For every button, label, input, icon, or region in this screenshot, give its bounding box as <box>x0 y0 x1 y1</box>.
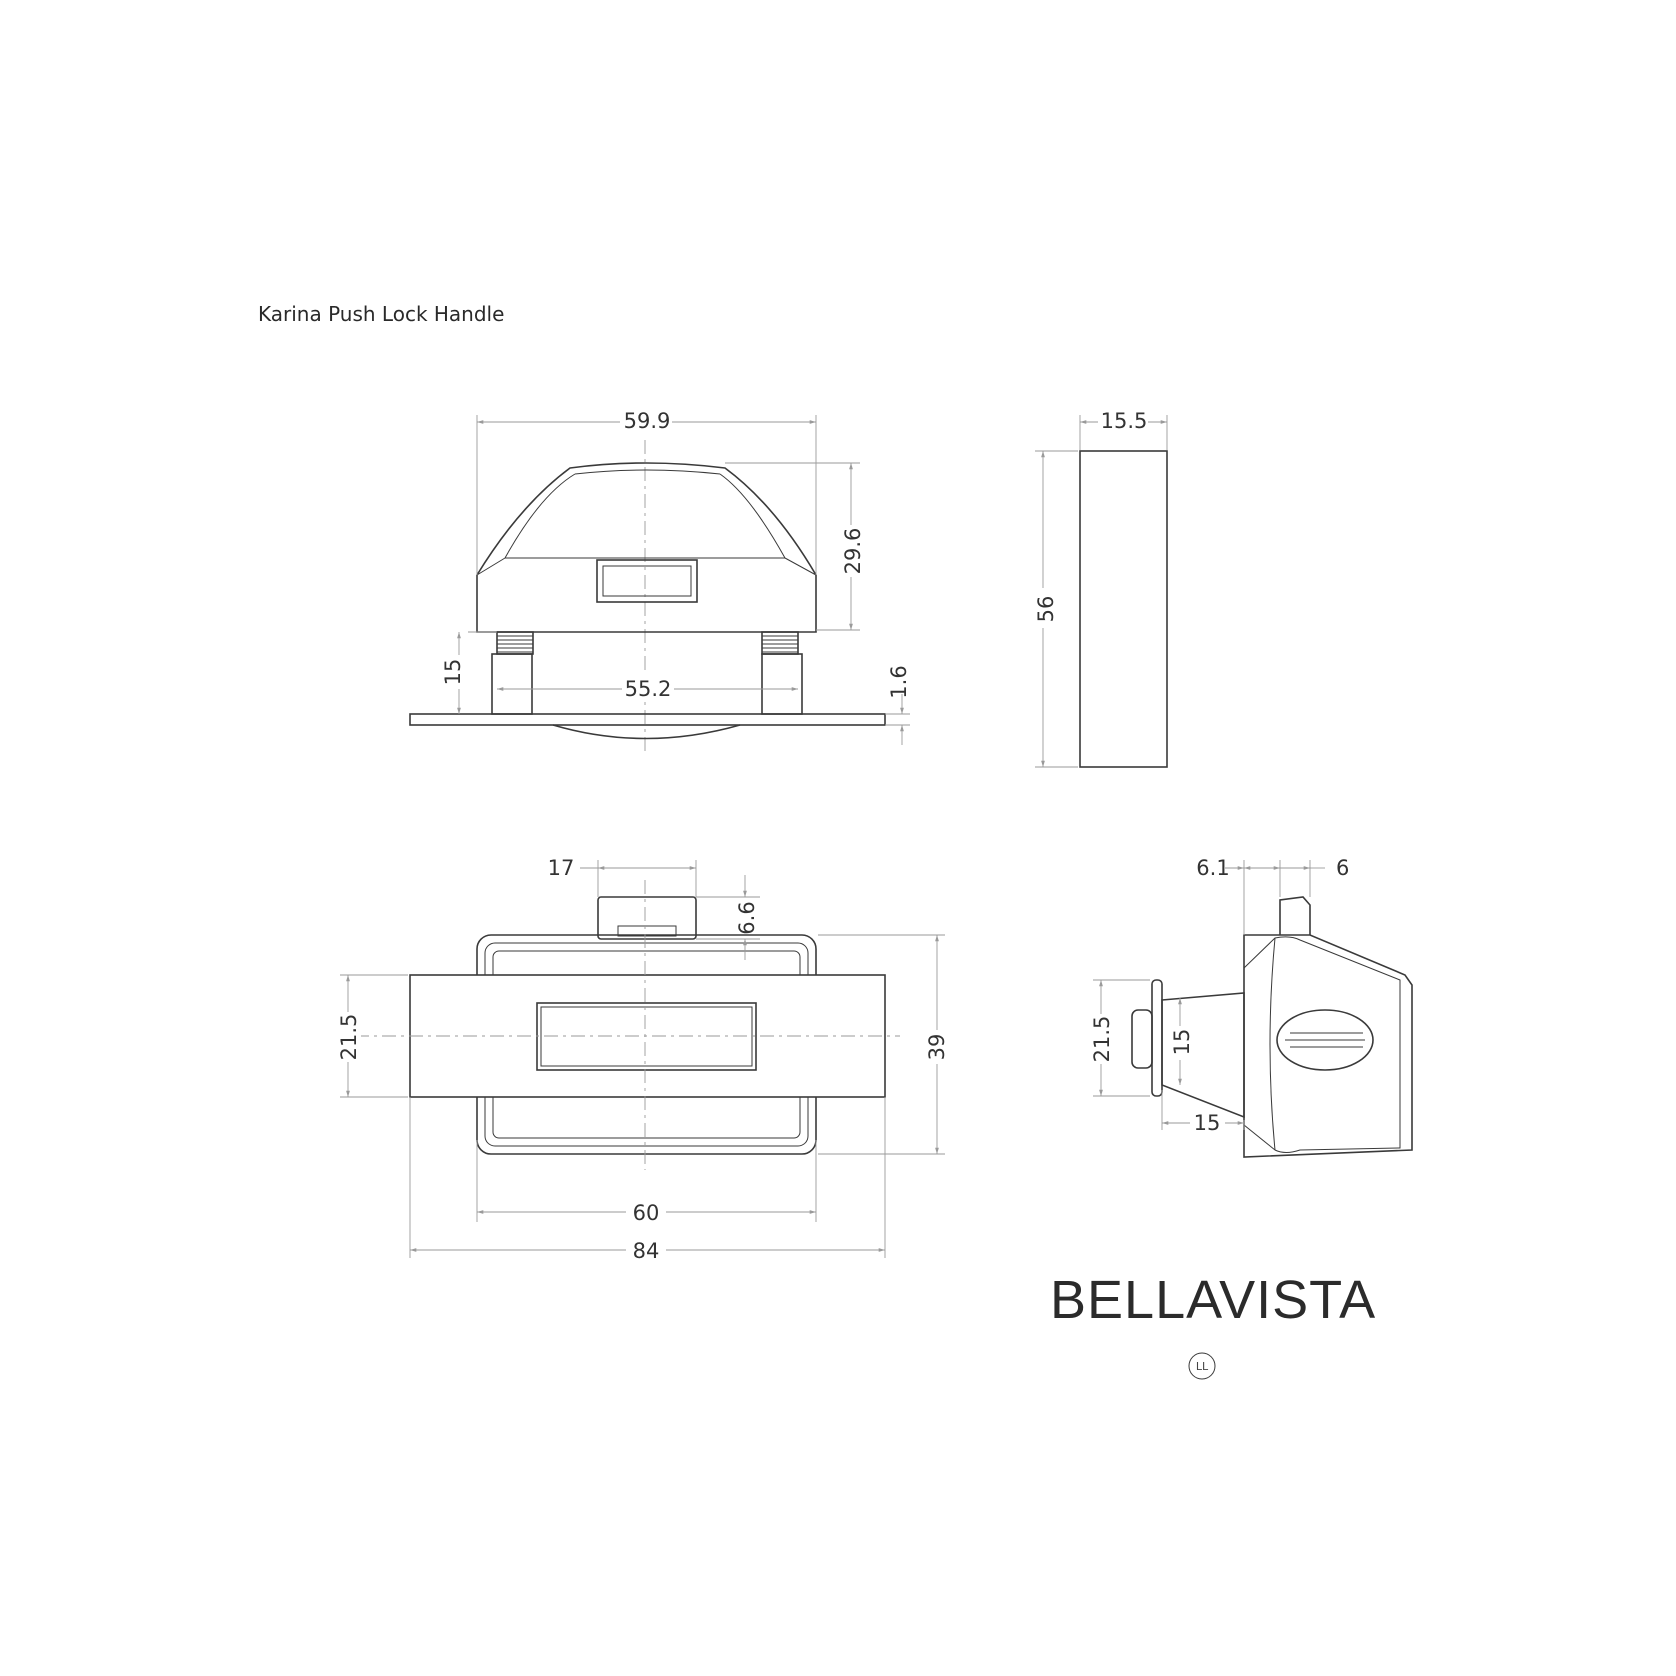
dim-post-height: 15 <box>441 659 465 686</box>
dim-side-height: 56 <box>1034 596 1058 623</box>
dim-front-height: 29.6 <box>841 528 865 575</box>
brand-wordmark: BELLAVISTA <box>1050 1270 1376 1330</box>
dim-post-spacing: 55.2 <box>625 677 672 701</box>
page-title: Karina Push Lock Handle <box>258 302 505 326</box>
profile-view <box>1131 896 1413 1158</box>
dim-profile-b: 6 <box>1336 856 1349 880</box>
dim-plate-thickness: 1.6 <box>887 665 911 698</box>
dim-plate-height: 21.5 <box>337 1014 361 1061</box>
side-view: 15.5 56 <box>1030 408 1168 768</box>
dim-tab-height: 6.6 <box>735 901 759 934</box>
brand-mark: LL <box>1196 1360 1209 1373</box>
dim-profile-shaft-height: 15 <box>1170 1029 1194 1056</box>
profile-dimensions: 6.1 6 21.5 15 15 <box>1088 856 1349 1135</box>
stud-left <box>491 631 534 715</box>
front-dimensions: 59.9 29.6 15 55.2 1.6 <box>440 405 911 745</box>
dim-profile-a: 6.1 <box>1196 856 1229 880</box>
dim-tab-width: 17 <box>548 856 575 880</box>
stud-right <box>761 631 803 715</box>
dim-body-height: 39 <box>925 1034 949 1061</box>
plan-dimensions: 17 6.6 21.5 39 60 84 <box>335 856 950 1263</box>
dim-plate-width: 84 <box>633 1239 660 1263</box>
front-view <box>409 440 886 755</box>
dim-profile-shaft-length: 15 <box>1194 1111 1221 1135</box>
dim-profile-plate-height: 21.5 <box>1090 1016 1114 1063</box>
dim-body-width: 60 <box>633 1201 660 1225</box>
brand-logo: BELLAVISTA LL <box>1050 1270 1376 1380</box>
plan-view <box>355 880 900 1170</box>
dim-side-width: 15.5 <box>1101 409 1148 433</box>
dim-front-width: 59.9 <box>624 409 671 433</box>
